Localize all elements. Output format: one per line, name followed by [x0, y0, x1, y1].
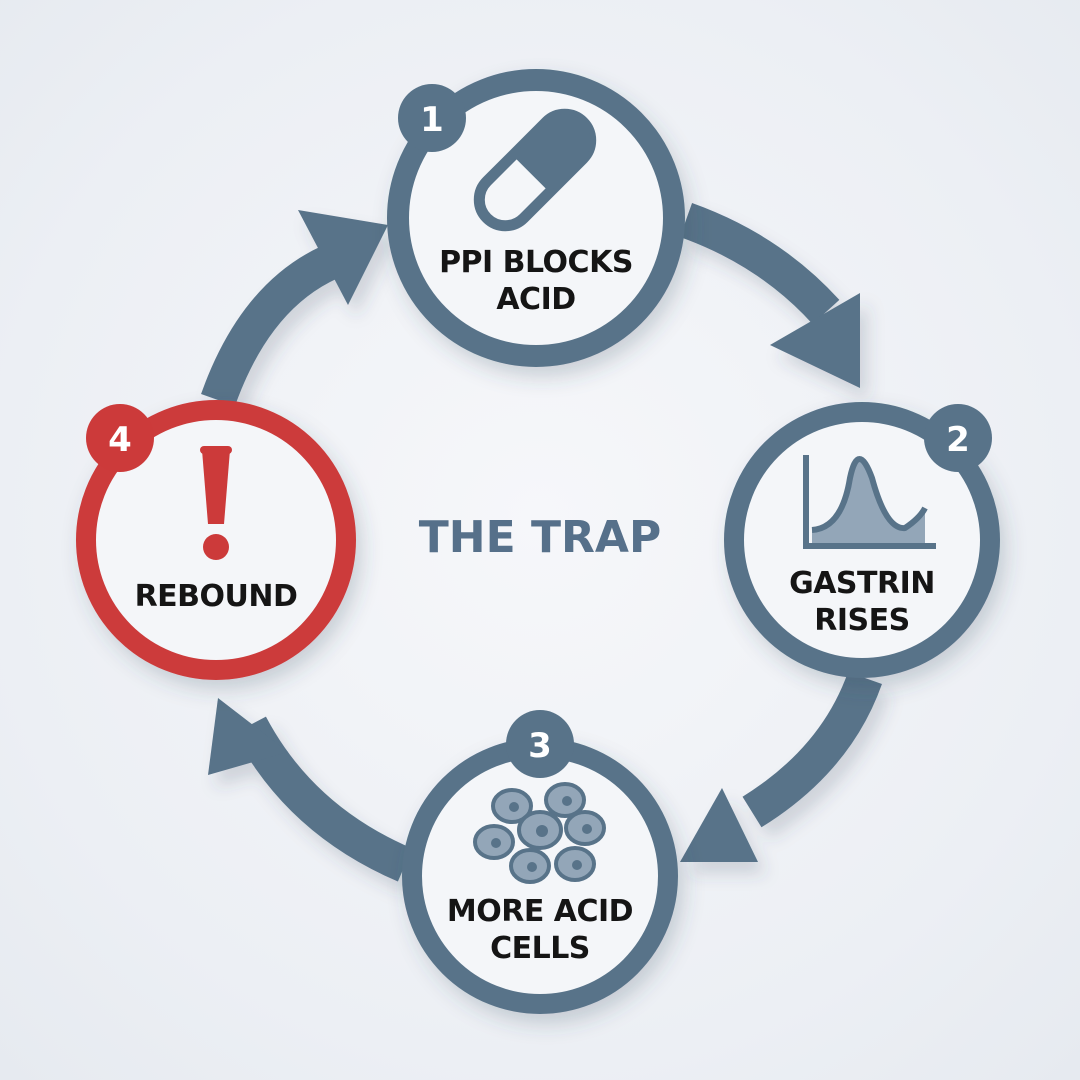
step-number-4: 4	[108, 420, 132, 460]
diagram-title: THE TRAP	[418, 512, 662, 563]
rising-curve-chart-icon	[803, 455, 936, 549]
step-badge-3	[506, 710, 574, 778]
step-node-4: 4	[76, 400, 356, 680]
step-label-1: PPI BLOCKS ACID	[386, 244, 686, 318]
arrow-step1-to-step2	[679, 203, 860, 388]
step-number-1: 1	[420, 100, 444, 140]
arrow-head	[770, 293, 860, 388]
cells-cluster-icon	[473, 782, 606, 884]
step-label-3: MORE ACID CELLS	[410, 893, 670, 967]
step-label-4-line1: REBOUND	[134, 579, 298, 614]
step-label-4: REBOUND	[96, 578, 336, 615]
step-label-1-line1: PPI BLOCKS	[439, 245, 633, 280]
step-label-2-line1: GASTRIN	[789, 566, 935, 601]
step-label-3-line2: CELLS	[490, 931, 590, 966]
step-label-1-line2: ACID	[496, 282, 576, 317]
arrow-body	[201, 245, 338, 407]
exclamation-icon	[200, 446, 232, 560]
step-number-3: 3	[528, 726, 552, 766]
arrow-step4-to-step1	[201, 210, 388, 407]
step-node-3: 3	[402, 710, 678, 1014]
arrow-step3-to-step4	[208, 698, 413, 882]
arrow-body	[679, 203, 840, 325]
arrow-head	[298, 210, 388, 305]
step-number-2: 2	[946, 420, 970, 460]
step-badge-2	[924, 404, 992, 472]
step-badge-1	[398, 84, 466, 152]
arrow-head	[680, 788, 758, 862]
step-label-2-line2: RISES	[814, 603, 910, 638]
step-label-3-line1: MORE ACID	[446, 894, 634, 929]
step-label-2: GASTRIN RISES	[742, 565, 982, 639]
step-node-1: 1	[387, 69, 685, 367]
step-badge-4	[86, 404, 154, 472]
arrow-head	[208, 698, 288, 775]
capsule-icon	[473, 108, 597, 232]
step-node-2: 2	[724, 402, 1000, 678]
arrow-step2-to-step3	[680, 671, 882, 862]
arrow-body	[742, 671, 882, 828]
